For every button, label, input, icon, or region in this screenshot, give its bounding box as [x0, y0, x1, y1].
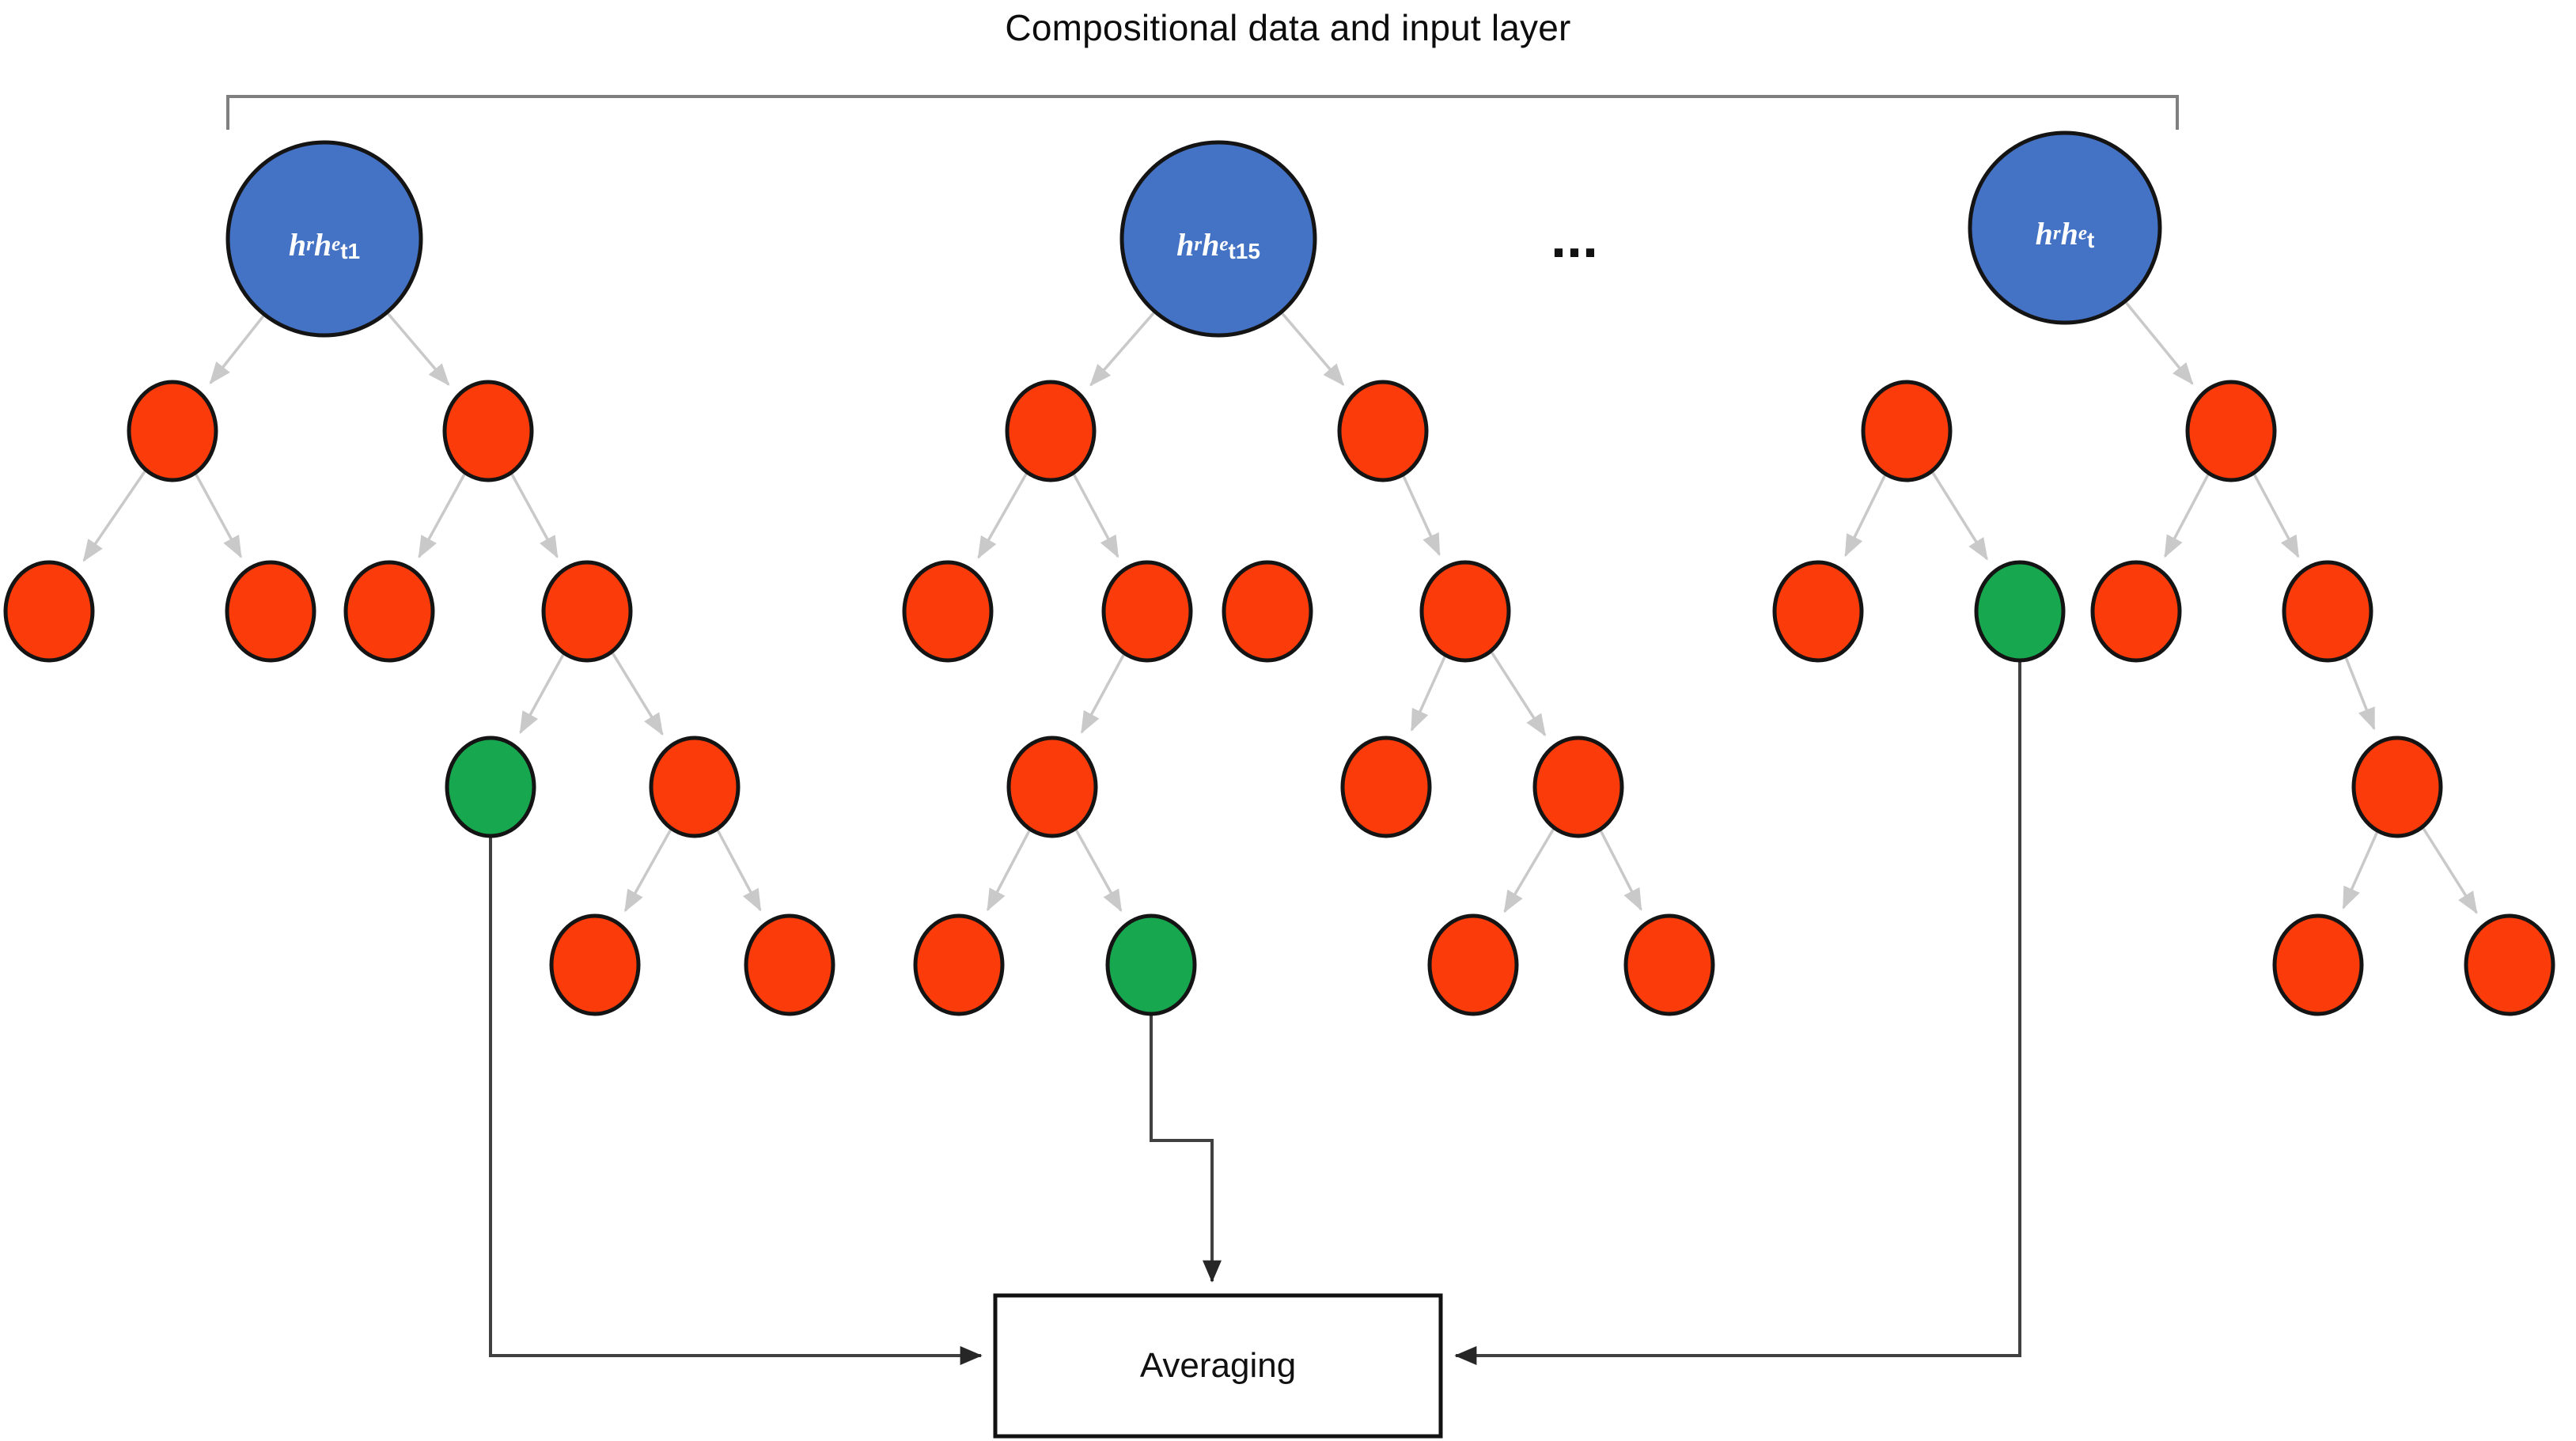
red-node-t2-l4-c[interactable]: [1427, 913, 1519, 1016]
red-node-t2-l4-a[interactable]: [913, 913, 1005, 1016]
red-node-t2-l3-a[interactable]: [1006, 736, 1098, 838]
red-node-t2-l3-b[interactable]: [1340, 736, 1432, 838]
tree-edges: [82, 300, 2478, 914]
red-node-t3-l4-b[interactable]: [2464, 913, 2555, 1016]
red-node-t2-l2-d[interactable]: [1419, 560, 1511, 663]
red-node-t1-l2-c[interactable]: [343, 560, 435, 663]
red-node-t2-l4-d[interactable]: [1623, 913, 1715, 1016]
red-node-t2-l3-c[interactable]: [1532, 736, 1624, 838]
red-node-t1-l2-d[interactable]: [541, 560, 633, 663]
red-node-t3-l2-c[interactable]: [2090, 560, 2182, 663]
red-node-t3-l1-b[interactable]: [2185, 380, 2277, 482]
red-node-t2-l2-c[interactable]: [1222, 560, 1313, 663]
red-node-t2-l2-b[interactable]: [1101, 560, 1193, 663]
red-node-t3-l2-d[interactable]: [2282, 560, 2373, 663]
red-node-t1-l2-b[interactable]: [225, 560, 316, 663]
red-node-t2-l1-a[interactable]: [1005, 380, 1097, 482]
red-node-t1-l2-a[interactable]: [3, 560, 95, 663]
red-node-t1-l4-a[interactable]: [549, 913, 641, 1016]
green-node-t3-l2-b[interactable]: [1974, 560, 2066, 663]
flow-connectors: [489, 660, 2021, 1365]
root-node-root-t15[interactable]: [1119, 140, 1317, 338]
red-node-t3-l4-a[interactable]: [2272, 913, 2364, 1016]
red-node-t3-l1-a[interactable]: [1861, 380, 1953, 482]
flow-left: [489, 836, 983, 1365]
red-node-t1-l1-b[interactable]: [442, 380, 534, 482]
root-node-root-t[interactable]: [1968, 130, 2162, 325]
green-node-t1-l3-a[interactable]: [445, 736, 536, 838]
flow-middle: [1150, 1014, 1222, 1283]
red-node-t1-l4-b[interactable]: [744, 913, 835, 1016]
red-node-t3-l3-a[interactable]: [2351, 736, 2443, 838]
green-node-t2-l4-b[interactable]: [1105, 913, 1197, 1016]
root-node-root-t1[interactable]: [225, 140, 423, 338]
red-node-t2-l2-a[interactable]: [902, 560, 994, 663]
averaging-box-shape[interactable]: [993, 1293, 1443, 1439]
red-node-t3-l2-a[interactable]: [1772, 560, 1864, 663]
page-title: Compositional data and input layer: [1005, 7, 1571, 48]
red-node-t1-l1-a[interactable]: [127, 380, 218, 482]
red-node-t2-l1-b[interactable]: [1337, 380, 1429, 482]
tree-nodes: [3, 130, 2555, 1016]
ellipsis-indicator: ...: [1551, 206, 1599, 270]
input-layer-bracket: [226, 95, 2179, 130]
averaging-box-label: Averaging: [1139, 1346, 1297, 1385]
red-node-t1-l3-b[interactable]: [649, 736, 741, 838]
flow-right: [1454, 660, 2021, 1365]
